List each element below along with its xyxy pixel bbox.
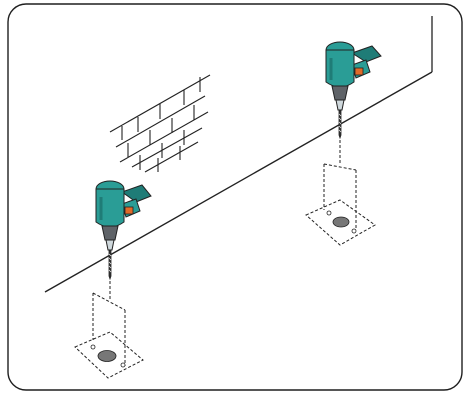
left-drill xyxy=(95,180,152,281)
left-drill-guide xyxy=(92,281,126,366)
right-drill-marker xyxy=(305,199,376,246)
right-drill xyxy=(325,41,382,140)
power-drill-icon xyxy=(95,180,152,281)
drill-hole-marker-icon xyxy=(74,331,144,379)
right-drill-guide xyxy=(323,140,357,230)
brick-pattern xyxy=(109,74,211,173)
left-drill-marker xyxy=(74,331,144,379)
diagram-border xyxy=(7,3,463,391)
power-drill-icon xyxy=(325,41,382,140)
drill-hole-marker-icon xyxy=(305,199,376,246)
